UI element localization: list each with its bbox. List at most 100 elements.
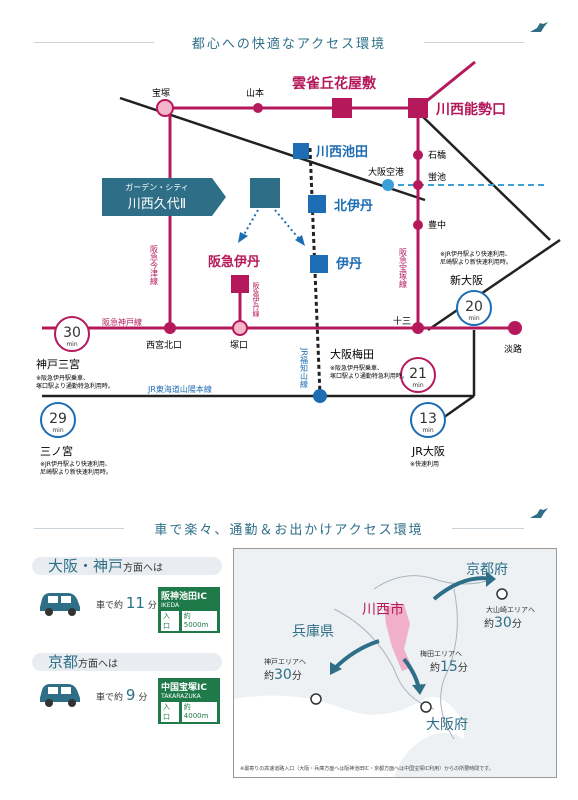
- station-kitaitami: [308, 195, 326, 213]
- ic-sub-takarazuka: TAKARAZUKA: [161, 693, 201, 700]
- garden-marker: [250, 178, 280, 208]
- label-line-imazu: 阪急今津線: [150, 245, 159, 285]
- kawanishi-area: [384, 604, 412, 671]
- svg-text:13: 13: [419, 411, 437, 427]
- ic-distance-ikeda: 約5000m: [181, 611, 217, 631]
- time-sannomiya: 29 min: [40, 402, 76, 438]
- ic-sub-ikeda: IKEDA: [161, 602, 180, 609]
- label-toyonaka: 豊中: [428, 219, 446, 231]
- label-jrosaka: JR大阪: [411, 444, 445, 458]
- map-label-hyogo: 兵庫県: [292, 624, 334, 640]
- station-kawanishiikeda: [293, 143, 309, 159]
- label-osakakuko: 大阪空港: [368, 166, 404, 178]
- route-osaka-kobe-suffix: 方面へは: [123, 563, 164, 574]
- map-footnote: ※最寄りの高速道路入口（大阪・兵庫方面へは阪神池田IC・京都方面へは中国宝塚IC…: [240, 766, 494, 772]
- label-hankyuitami: 阪急伊丹: [208, 254, 260, 270]
- route-kyoto-time: 車で約 9 分: [96, 686, 147, 704]
- ic-name-takarazuka: 中国宝塚IC: [161, 683, 207, 693]
- map-label-kyoto: 京都府: [466, 562, 508, 578]
- section1-divider-left: [34, 42, 154, 43]
- route-kyoto-header-bg: [32, 653, 222, 671]
- route-osaka-kobe-title: 大阪・神戸方面へは: [48, 555, 163, 576]
- station-itami: [310, 255, 328, 273]
- label-itami: 伊丹: [335, 256, 362, 272]
- label-hibarigaoka: 雲雀丘花屋敷: [292, 75, 377, 92]
- map-kobe-label: 神戸エリアへ: [264, 658, 306, 666]
- svg-text:21: 21: [409, 366, 427, 382]
- route-kyoto-unit: 分: [138, 693, 148, 703]
- marker-umeda: [420, 701, 432, 713]
- note-osakaumeda-2: 塚口駅より通勤特急利用時。: [330, 372, 408, 380]
- svg-text:min: min: [66, 341, 78, 348]
- time-shinosaka: 20 min: [456, 290, 492, 326]
- line-black-5: [439, 394, 475, 422]
- route-kyoto-prefix: 車で約: [96, 693, 124, 703]
- svg-text:min: min: [422, 427, 434, 434]
- note-osakaumeda-1: ※阪急伊丹駅乗車、: [330, 364, 383, 372]
- line-fukuchiyama: [308, 147, 322, 396]
- map-umeda-label: 梅田エリアへ: [420, 650, 462, 658]
- station-hankyuitami: [231, 275, 249, 293]
- station-juso: [412, 322, 424, 334]
- section2-divider-left: [34, 528, 124, 529]
- time-jrosaka: 13 min: [410, 402, 446, 438]
- route-osaka-kobe-header-bg: [32, 557, 222, 575]
- car-icon: [36, 587, 84, 617]
- ic-entrance-ikeda: 入口: [161, 611, 179, 631]
- label-kawanishiikeda: 川西池田: [315, 144, 368, 160]
- label-kitaitami: 北伊丹: [334, 198, 373, 214]
- map-oyamazaki-label: 大山崎エリアへ: [486, 606, 535, 614]
- map-oyamazaki-unit: 分: [511, 619, 522, 630]
- label-kobesannomiya: 神戸三宮: [36, 357, 80, 371]
- map-oyamazaki-prefix: 約: [484, 619, 494, 630]
- map-kobe-unit: 分: [291, 671, 302, 682]
- ic-sign-ikeda: 阪神池田IC IKEDA 入口約5000m: [158, 587, 220, 633]
- route-osaka-kobe-unit: 分: [147, 601, 157, 611]
- map-kobe-time: 約30分: [264, 667, 302, 683]
- svg-text:min: min: [468, 315, 480, 322]
- bird-icon: [528, 506, 550, 526]
- region-map: 京都府 川西市 兵庫県 大阪府 大山崎エリアへ 約30分 神戸エリアへ 約30分…: [233, 548, 557, 778]
- car-icon: [36, 678, 84, 708]
- route-kyoto-dest: 京都: [48, 653, 79, 671]
- ic-entrance-takarazuka: 入口: [161, 702, 179, 722]
- label-nishinomiyakitaguchi: 西宮北口: [146, 339, 182, 351]
- station-yamamoto: [253, 103, 263, 113]
- route-kyoto-time-value: 9: [125, 686, 136, 704]
- station-ishibashi: [413, 150, 423, 160]
- label-sannomiya: 三ノ宮: [40, 444, 73, 458]
- map-umeda-time-value: 15: [440, 659, 458, 675]
- station-jr-amagasaki: [313, 389, 327, 403]
- label-takarazuka: 宝塚: [152, 87, 170, 99]
- ic-sign-takarazuka: 中国宝塚IC TAKARAZUKA 入口約4000m: [158, 678, 220, 724]
- station-kawanishinose: [408, 98, 428, 118]
- rail-map: 30 min 20 min 21 min 29 min 13 min 宝塚 山本…: [36, 60, 561, 476]
- line-black-3: [427, 238, 561, 332]
- note-sannomiya-2: 尼崎駅より新快速利用時。: [40, 468, 112, 476]
- map-kobe-time-value: 30: [274, 667, 292, 683]
- note-kobesannomiya-2: 塚口駅より通勤特急利用時。: [36, 382, 114, 390]
- section2-divider-right: [452, 528, 524, 529]
- label-hotarugaike: 蛍池: [428, 171, 446, 183]
- label-line-takarazuka: 阪急宝塚線: [399, 248, 408, 288]
- label-tsukaguchi: 塚口: [230, 340, 248, 351]
- label-shinosaka: 新大阪: [450, 273, 483, 287]
- time-osakaumeda: 21 min: [400, 357, 436, 393]
- label-line-itami: 阪急伊丹線: [252, 281, 260, 317]
- station-nishinomiyakitaguchi: [164, 322, 176, 334]
- map-label-osaka: 大阪府: [426, 717, 468, 733]
- station-awaji: [508, 321, 522, 335]
- region-map-shapes: [234, 549, 556, 777]
- route-kyoto-title: 京都方面へは: [48, 651, 118, 672]
- svg-text:min: min: [412, 382, 424, 389]
- note-shinosaka-1: ※JR伊丹駅より快速利用、: [440, 250, 511, 258]
- map-oyamazaki-time-value: 30: [494, 615, 512, 631]
- marker-oyamazaki: [496, 588, 508, 600]
- station-takarazuka: [156, 99, 174, 117]
- label-line-kobe: 阪急神戸線: [102, 317, 142, 327]
- route-kyoto-suffix: 方面へは: [78, 659, 119, 670]
- label-ishibashi: 石橋: [428, 149, 446, 161]
- svg-text:20: 20: [465, 299, 483, 315]
- garden-line1: ガーデン・シティ: [125, 183, 189, 192]
- map-umeda-time: 約15分: [430, 659, 468, 675]
